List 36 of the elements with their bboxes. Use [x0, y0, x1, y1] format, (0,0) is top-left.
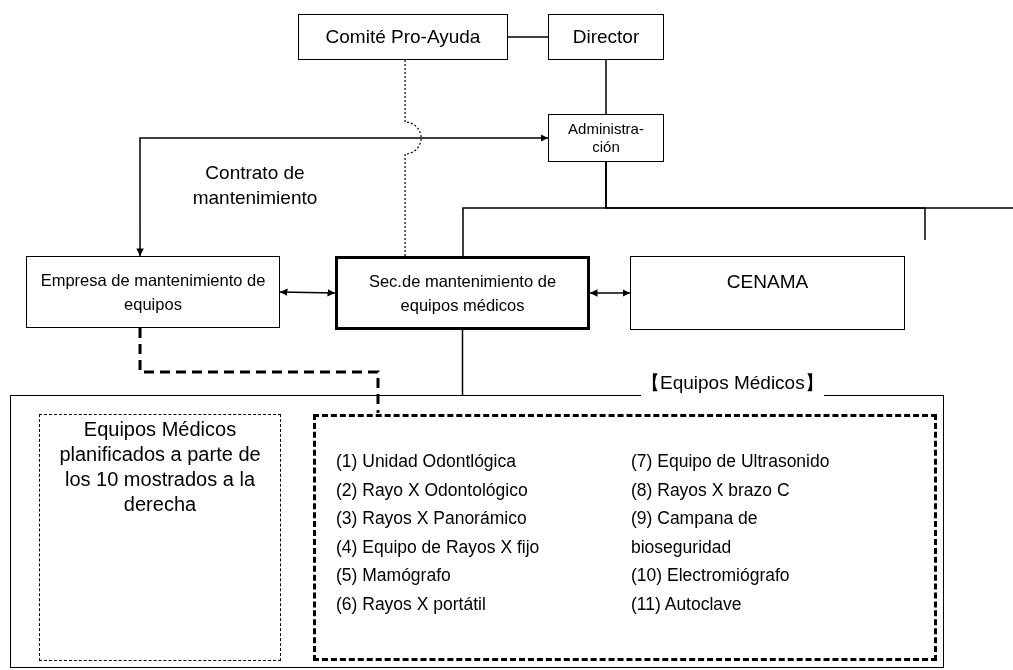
connector-line: [507, 36, 549, 38]
box-label: Director: [572, 26, 640, 48]
section-heading: 【Equipos Médicos】: [641, 370, 824, 396]
dashed-box: [313, 414, 937, 661]
box-label: Comité Pro-Ayuda: [325, 26, 481, 48]
list-item: (3) Rayos X Panorámico: [336, 507, 528, 530]
box-label: Empresa de mantenimiento de equipos: [39, 270, 267, 315]
list-item: (11) Autoclave: [631, 592, 743, 616]
dashed-box: [39, 414, 281, 661]
org-box: [26, 256, 280, 328]
connector-line: [404, 59, 422, 257]
arrow: [589, 289, 631, 297]
list-item: (7) Equipo de Ultrasonido: [631, 450, 831, 473]
org-box: [630, 256, 905, 330]
connector-line: [461, 329, 464, 396]
arrow: [136, 134, 549, 257]
list-item: (8) Rayos X brazo C: [631, 478, 791, 502]
org-box: [548, 14, 664, 60]
list-item: (1) Unidad Odontlógica: [336, 450, 517, 473]
list-item: (4) Equipo de Rayos X fijo: [336, 535, 541, 559]
org-box: [335, 256, 590, 330]
connector-line: [605, 59, 607, 115]
list-item: (9) Campana de bioseguridad: [631, 507, 759, 559]
arrow: [279, 288, 336, 297]
list-item: (2) Rayo X Odontológico: [336, 478, 529, 502]
connector-line: [605, 161, 1013, 209]
list-item: (6) Rayos X portátil: [336, 592, 487, 616]
org-box: [298, 14, 508, 60]
box-label: Sec.de mantenimiento de equipos médicos: [367, 271, 558, 316]
box-label: CENAMA: [726, 271, 809, 293]
box-label: Administra- ción: [567, 120, 645, 156]
org-box: [548, 114, 664, 162]
list-item: (5) Mamógrafo: [336, 564, 452, 587]
box-label: Equipos Médicos planificados a parte de los 10 mostrados a la derecha: [58, 417, 262, 517]
connector-line: [138, 328, 380, 413]
list-item: (10) Electromiógrafo: [631, 564, 791, 587]
